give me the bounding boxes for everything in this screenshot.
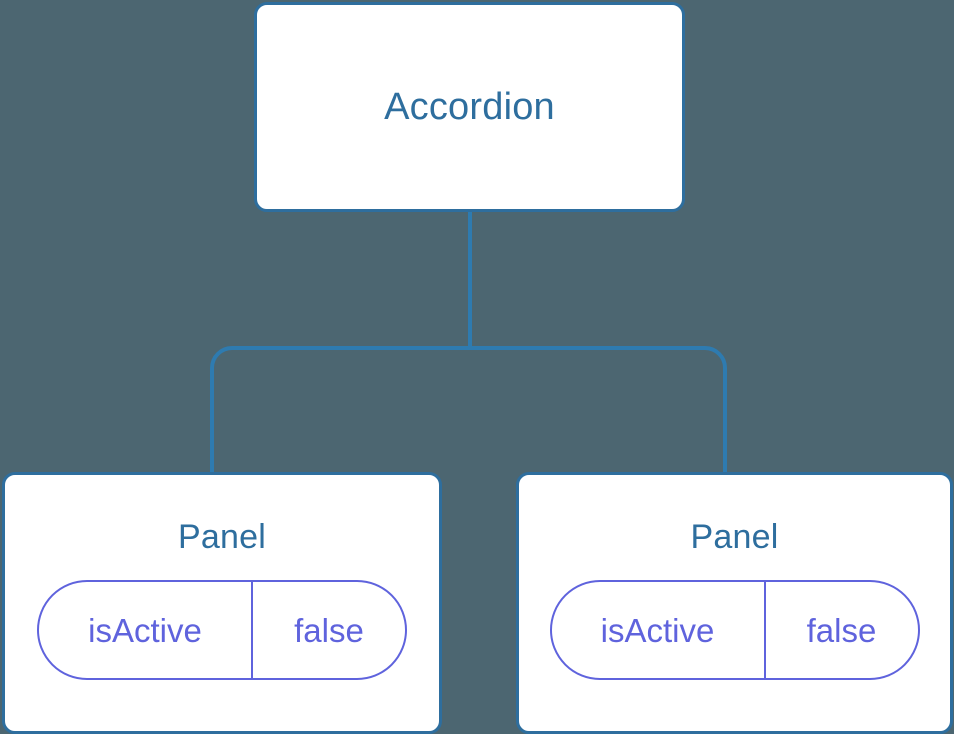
prop-value-isactive-right: false (806, 611, 877, 649)
prop-key-isactive-left: isActive (39, 582, 253, 678)
node-panel-left[interactable]: Panel isActive false (2, 472, 442, 734)
prop-value-isactive-left: false (294, 611, 364, 649)
node-accordion-label: Accordion (384, 86, 555, 128)
node-accordion[interactable]: Accordion (254, 2, 685, 212)
edge-accordion-to-panel-right (470, 346, 727, 478)
node-panel-left-label: Panel (178, 518, 266, 556)
node-panel-right[interactable]: Panel isActive false (516, 472, 953, 734)
prop-key-isactive-right: isActive (552, 582, 766, 678)
edge-accordion-to-panel-left (210, 210, 472, 478)
node-panel-right-label: Panel (690, 518, 779, 556)
prop-pill-isactive-right[interactable]: isActive false (549, 580, 920, 680)
prop-pill-isactive-left[interactable]: isActive false (37, 580, 407, 680)
